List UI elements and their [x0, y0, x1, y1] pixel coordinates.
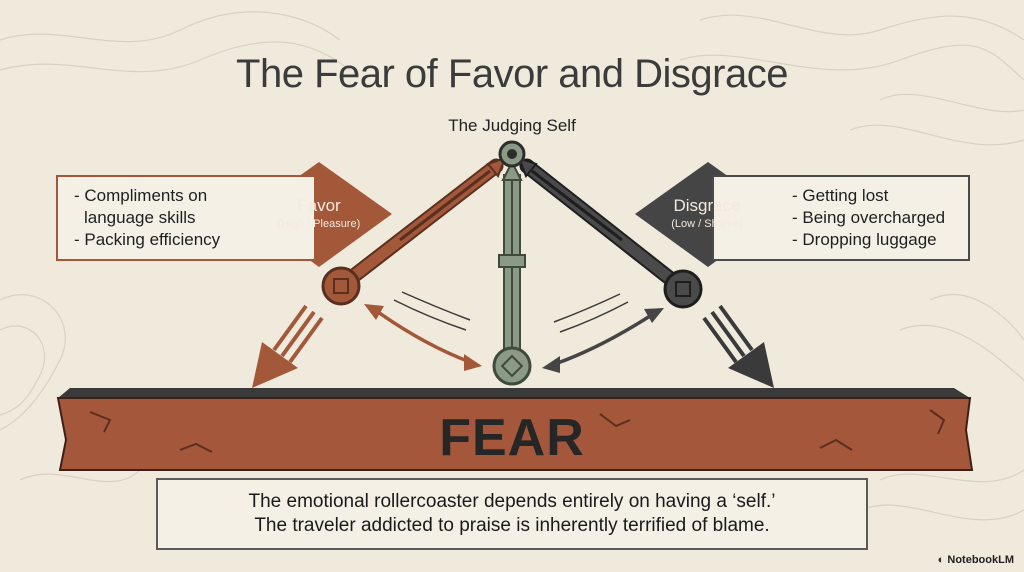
favor-example-item: language skills: [84, 208, 196, 227]
favor-example-item: - Packing efficiency: [74, 230, 221, 249]
disgrace-example-item: - Dropping luggage: [792, 230, 937, 249]
disgrace-example-item: - Being overcharged: [792, 208, 946, 227]
pivot-label: The Judging Self: [448, 116, 576, 135]
fear-label: FEAR: [439, 409, 585, 467]
disgrace-sublabel: (Low / Shame): [671, 218, 743, 230]
caption-line-2: The traveler addicted to praise is inher…: [254, 515, 770, 536]
brand-name: NotebookLM: [947, 554, 1014, 566]
disgrace-diamond-label: Disgrace (Low / Shame): [642, 196, 772, 232]
neutral-arm: [492, 159, 532, 386]
favor-example-item: - Compliments on: [74, 186, 208, 205]
brand-logo-icon: ◐: [937, 554, 945, 566]
disgrace-arm: [517, 156, 703, 309]
caption-line-1: The emotional rollercoaster depends enti…: [248, 491, 776, 512]
disgrace-label: Disgrace: [673, 196, 741, 215]
favor-examples-box: - Compliments on language skills - Packi…: [56, 175, 316, 261]
caption-box: The emotional rollercoaster depends enti…: [156, 478, 868, 550]
pivot-icon: [498, 140, 526, 168]
favor-arm: [321, 156, 507, 306]
swing-arrow-left: [364, 291, 482, 371]
page-title: The Fear of Favor and Disgrace: [236, 52, 788, 96]
favor-sublabel: (High / Pleasure): [277, 218, 361, 230]
disgrace-examples-box: - Getting lost - Being overcharged - Dro…: [712, 175, 970, 261]
favor-label: Favor: [297, 196, 341, 215]
disgrace-down-arrow: [702, 304, 774, 388]
swing-arrow-right: [542, 293, 664, 373]
favor-down-arrow: [252, 304, 324, 388]
fear-foundation: [56, 388, 974, 471]
brand-mark: ◐ NotebookLM: [938, 554, 1014, 566]
favor-diamond-label: Favor (High / Pleasure): [254, 196, 384, 232]
topographic-background: [0, 11, 1024, 521]
disgrace-example-item: - Getting lost: [792, 186, 889, 205]
